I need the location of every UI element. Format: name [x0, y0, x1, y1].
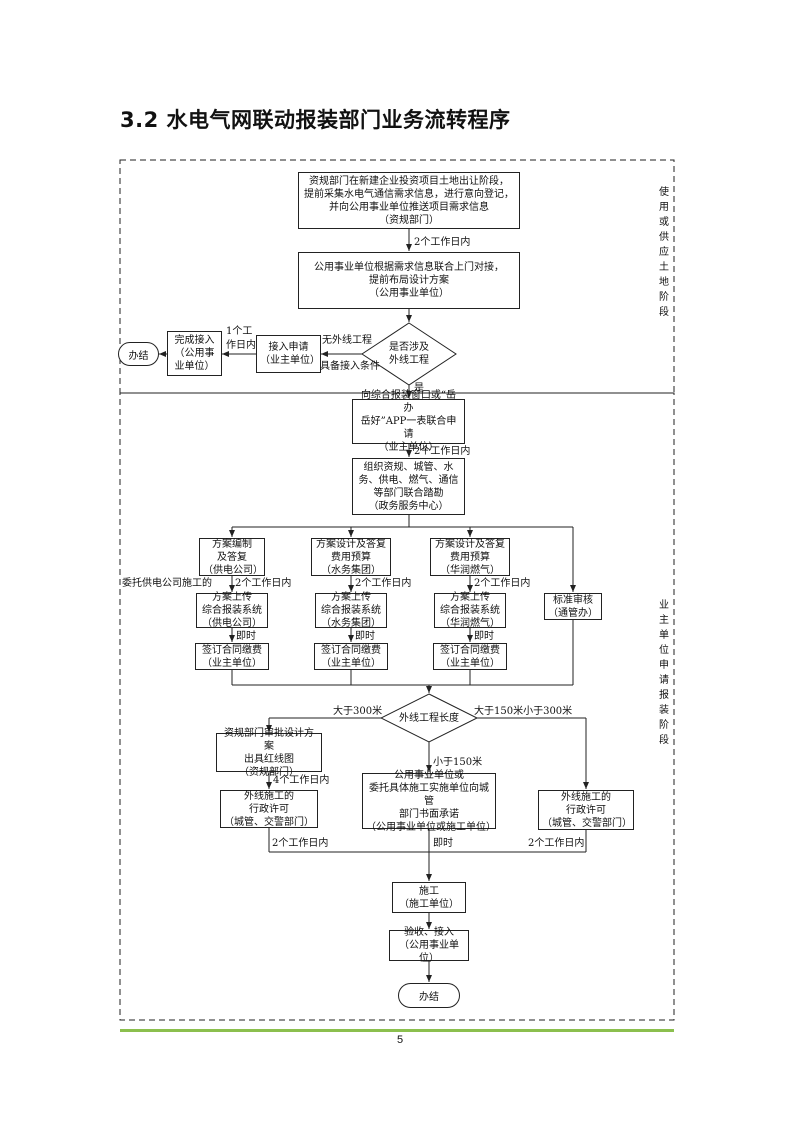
label-2days-d2: 2个工作日内: [528, 838, 585, 849]
label-immediate-1: 即时: [236, 631, 256, 642]
label-yes: 是: [414, 383, 424, 394]
decision-text-1: 是否涉及 外线工程: [389, 342, 429, 366]
box-gas-contract: 签订合同缴费 （业主单位）: [433, 643, 507, 670]
label-no-external: 无外线工程: [322, 335, 372, 346]
box-access-apply: 接入申请 （业主单位）: [256, 335, 321, 373]
box-utility-design: 公用事业单位根据需求信息联合上门对接， 提前布局设计方案 （公用事业单位）: [298, 252, 520, 309]
label-2days-c3: 2个工作日内: [474, 578, 531, 589]
box-written-promise: 公用事业单位或 委托具体施工实施单位向城管 部门书面承诺 （公用事业单位或施工单…: [362, 770, 496, 833]
box-power-upload: 方案上传 综合报装系统 （供电公司）: [196, 592, 268, 629]
stage1-label: 使 用 或 供 应 土 地 阶 段: [659, 187, 669, 318]
label-2days-c1: 2个工作日内: [235, 578, 292, 589]
box-standard-review: 标准审核 （通管办）: [544, 593, 602, 620]
box-water-plan: 方案设计及答复 费用预算 （水务集团）: [311, 538, 391, 576]
box-joint-survey: 组织资规、城管、水 务、供电、燃气、通信 等部门联合踏勘 （政务服务中心）: [352, 458, 465, 515]
box-gas-upload: 方案上传 综合报装系统 （华润燃气）: [434, 592, 506, 629]
box-power-plan: 方案编制 及答复 （供电公司）: [199, 538, 265, 576]
label-lt-150: 小于150米: [433, 757, 483, 768]
box-joint-apply: 向综合报装窗口或“岳办 岳好”APP一表联合申请 （业主单位）: [352, 390, 465, 453]
box-redline-approval: 资规部门审批设计方案 出具红线图 （资规部门）: [216, 728, 322, 778]
label-150-300: 大于150米小于300米: [474, 706, 573, 717]
box-complete-access: 完成接入 （公用事 业单位）: [167, 331, 222, 376]
stage1-frame: [119, 159, 675, 394]
label-gt-300: 大于300米: [333, 706, 383, 717]
box-power-contract: 签订合同缴费 （业主单位）: [195, 643, 269, 670]
decision-text-2: 外线工程长度: [399, 713, 459, 724]
label-2days-c2: 2个工作日内: [355, 578, 412, 589]
box-acceptance: 验收、接入 （公用事业单位）: [389, 927, 469, 964]
label-2days-d1: 2个工作日内: [272, 838, 329, 849]
box-permit-right: 外线施工的 行政许可 （城管、交警部门）: [538, 790, 634, 830]
box-planning-collect: 资规部门在新建企业投资项目土地出让阶段， 提前采集水电气通信需求信息，进行意向登…: [298, 172, 520, 229]
terminal-done-1: 办结: [118, 342, 159, 366]
label-2days-b: 2个工作日内: [414, 446, 471, 457]
label-2days-a: 2个工作日内: [414, 237, 471, 248]
page-title: 3.2 水电气网联动报装部门业务流转程序: [120, 108, 511, 132]
label-immediate-2: 即时: [355, 631, 375, 642]
label-ready: 具备接入条件: [320, 361, 380, 372]
label-1day: 1个工 作日内: [226, 326, 256, 351]
stage2-label: 业 主 单 位 申 请 报 装 阶 段: [659, 600, 669, 746]
label-entrust-power: 委托供电公司施工的: [122, 578, 212, 589]
box-construction: 施工 （施工单位）: [392, 882, 466, 913]
footer-rule: [120, 1029, 674, 1032]
box-water-upload: 方案上传 综合报装系统 （水务集团）: [315, 592, 387, 629]
label-4days: 4个工作日内: [273, 775, 330, 786]
box-permit-left: 外线施工的 行政许可 （城管、交警部门）: [220, 790, 318, 828]
terminal-done-2: 办结: [398, 983, 460, 1008]
box-water-contract: 签订合同缴费 （业主单位）: [314, 643, 388, 670]
page-number: 5: [396, 1034, 404, 1046]
label-immediate-3: 即时: [474, 631, 494, 642]
label-immediate-4: 即时: [433, 838, 453, 849]
box-gas-plan: 方案设计及答复 费用预算 （华润燃气）: [430, 538, 510, 576]
